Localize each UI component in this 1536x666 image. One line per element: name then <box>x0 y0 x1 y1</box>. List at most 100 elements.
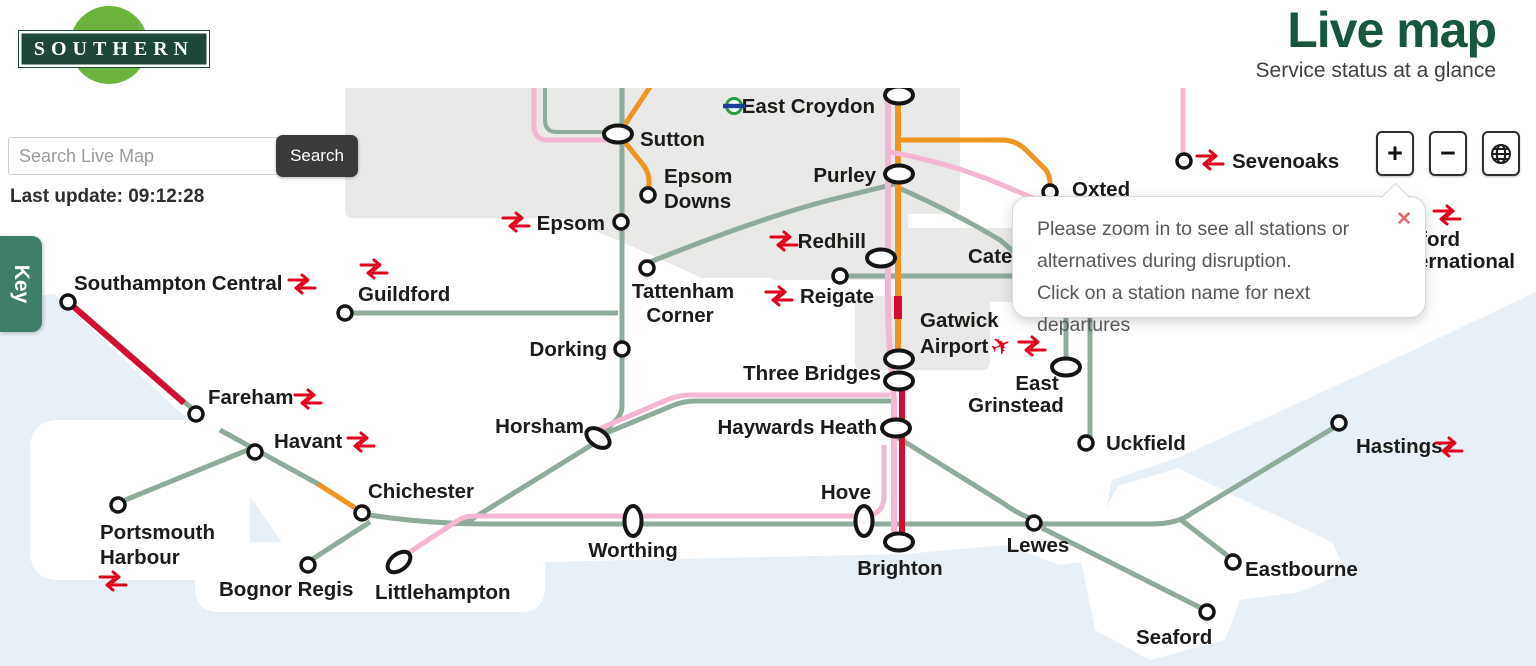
station-marker[interactable] <box>1077 434 1095 452</box>
station-reigate[interactable]: Reigate <box>764 267 874 308</box>
station-label[interactable]: Brighton <box>857 557 942 580</box>
station-lewes[interactable]: Lewes <box>1007 514 1070 557</box>
station-marker[interactable] <box>187 405 205 423</box>
station-haywards-heath[interactable]: Haywards Heath <box>717 416 912 439</box>
station-bognor-regis[interactable]: Bognor Regis <box>219 556 353 601</box>
station-southampton-central[interactable]: Southampton Central <box>59 272 317 311</box>
zoom-in-button[interactable]: + <box>1376 131 1414 176</box>
station-label[interactable]: Worthing <box>588 539 678 562</box>
station-sutton[interactable]: Sutton <box>602 123 705 152</box>
station-label[interactable]: East Croydon <box>742 95 875 118</box>
station-marker[interactable] <box>883 348 915 370</box>
station-label[interactable]: Chichester <box>368 480 474 503</box>
station-eastbourne[interactable]: Eastbourne <box>1224 553 1358 581</box>
station-purley[interactable]: Purley <box>813 163 915 187</box>
station-marker[interactable] <box>883 163 915 185</box>
station-label[interactable]: Tattenham <box>632 280 734 303</box>
station-marker[interactable] <box>1175 152 1193 170</box>
station-redhill[interactable]: Redhill <box>769 230 897 269</box>
station-marker[interactable] <box>612 213 630 231</box>
station-marker[interactable] <box>602 123 634 145</box>
station-brighton[interactable]: Brighton <box>857 531 943 581</box>
station-chichester[interactable]: Chichester <box>353 480 474 522</box>
station-marker[interactable] <box>883 84 915 106</box>
station-marker[interactable] <box>883 370 915 392</box>
station-marker[interactable] <box>246 443 264 461</box>
station-label[interactable]: Sutton <box>640 128 705 151</box>
station-seaford[interactable]: Seaford <box>1136 603 1216 649</box>
station-label[interactable]: East <box>1015 372 1058 395</box>
station-marker[interactable] <box>613 340 631 358</box>
station-epsom[interactable]: Epsom <box>501 211 630 235</box>
station-east-croydon[interactable]: East Croydon <box>723 84 915 119</box>
station-label[interactable]: Epsom <box>664 165 732 188</box>
tooltip-close-button[interactable]: ✕ <box>1396 209 1412 230</box>
station-sevenoaks[interactable]: Sevenoaks <box>1175 149 1339 173</box>
station-label[interactable]: Hove <box>821 481 871 504</box>
station-marker[interactable] <box>1050 356 1082 378</box>
station-marker[interactable] <box>1025 514 1043 532</box>
station-marker[interactable] <box>299 556 317 574</box>
station-label[interactable]: Bognor Regis <box>219 578 353 601</box>
station-uckfield[interactable]: Uckfield <box>1077 432 1186 455</box>
search-button[interactable]: Search <box>276 135 358 177</box>
station-label[interactable]: Hastings <box>1356 435 1443 458</box>
search-input[interactable] <box>8 137 278 175</box>
station-label[interactable]: Harbour <box>100 546 180 569</box>
station-label[interactable]: Eastbourne <box>1245 558 1358 581</box>
station-label[interactable]: Corner <box>646 304 713 327</box>
station-fareham[interactable]: Fareham <box>187 386 323 423</box>
station-label[interactable]: Airport <box>920 335 989 358</box>
zoom-out-button[interactable]: − <box>1429 131 1467 176</box>
station-littlehampton[interactable]: Littlehampton <box>375 548 511 604</box>
station-marker[interactable] <box>109 496 127 514</box>
station-marker[interactable] <box>883 531 915 553</box>
station-marker[interactable] <box>622 504 644 538</box>
station-label[interactable]: Downs <box>664 190 731 213</box>
station-marker[interactable] <box>353 504 371 522</box>
station-marker[interactable] <box>853 504 875 538</box>
station-marker[interactable] <box>1330 414 1348 432</box>
station-marker[interactable] <box>583 424 613 452</box>
station-marker[interactable] <box>59 293 77 311</box>
station-label[interactable]: Purley <box>813 164 876 187</box>
station-marker[interactable] <box>865 247 897 269</box>
station-dorking[interactable]: Dorking <box>530 338 631 361</box>
station-label[interactable]: Littlehampton <box>375 581 511 604</box>
station-marker[interactable] <box>639 186 657 204</box>
station-three-bridges[interactable]: Three Bridges <box>743 362 915 392</box>
station-label[interactable]: Havant <box>274 430 343 453</box>
station-guildford[interactable]: Guildford <box>336 258 450 322</box>
station-label[interactable]: Guildford <box>358 283 450 306</box>
station-label[interactable]: Epsom <box>537 212 605 235</box>
station-label[interactable]: Oxted <box>1072 178 1130 201</box>
station-horsham[interactable]: Horsham <box>495 415 613 452</box>
station-label[interactable]: Three Bridges <box>743 362 881 385</box>
station-marker[interactable] <box>1224 553 1242 571</box>
station-label[interactable]: Seaford <box>1136 626 1212 649</box>
station-marker[interactable] <box>384 548 414 577</box>
station-label[interactable]: Haywards Heath <box>717 416 877 439</box>
station-label[interactable]: Uckfield <box>1106 432 1186 455</box>
station-label[interactable]: Southampton Central <box>74 272 282 295</box>
station-marker[interactable] <box>336 304 354 322</box>
station-label[interactable]: Horsham <box>495 415 584 438</box>
station-hove[interactable]: Hove <box>821 481 875 538</box>
station-label[interactable]: Fareham <box>208 386 293 409</box>
station-label[interactable]: Lewes <box>1007 534 1070 557</box>
reset-view-button[interactable] <box>1482 131 1520 176</box>
station-label[interactable]: Reigate <box>800 285 874 308</box>
station-hastings[interactable]: Hastings <box>1330 414 1464 458</box>
station-label[interactable]: Grinstead <box>968 394 1064 417</box>
station-label[interactable]: Redhill <box>798 230 866 253</box>
station-marker[interactable] <box>638 259 656 277</box>
station-label[interactable]: Portsmouth <box>100 521 215 544</box>
station-worthing[interactable]: Worthing <box>588 504 678 562</box>
station-label[interactable]: Sevenoaks <box>1232 150 1339 173</box>
